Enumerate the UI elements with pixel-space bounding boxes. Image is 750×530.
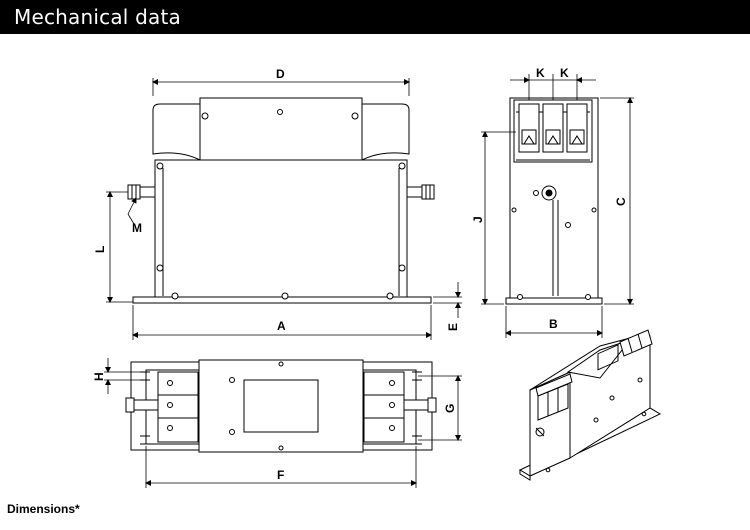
section-title: Mechanical data <box>14 5 181 29</box>
dim-label-d: D <box>276 67 285 81</box>
dim-label-c: C <box>614 197 628 206</box>
top-view <box>125 359 437 453</box>
dim-label-g: G <box>443 404 457 413</box>
dim-label-k-left: K <box>536 66 545 80</box>
footnote-dimensions: Dimensions* <box>7 502 80 516</box>
dim-label-m: M <box>132 221 142 235</box>
section-header: Mechanical data <box>0 0 750 34</box>
dim-label-a: A <box>277 319 286 333</box>
isometric-view <box>518 329 662 481</box>
dim-label-b: B <box>549 317 558 331</box>
dim-label-h: H <box>92 372 106 381</box>
dim-label-f: F <box>277 468 284 482</box>
dim-label-j: J <box>471 216 485 223</box>
dim-label-l: L <box>93 246 107 253</box>
dim-label-e: E <box>446 323 460 331</box>
front-view <box>127 97 435 304</box>
dim-label-k-right: K <box>560 66 569 80</box>
side-view <box>505 97 603 305</box>
